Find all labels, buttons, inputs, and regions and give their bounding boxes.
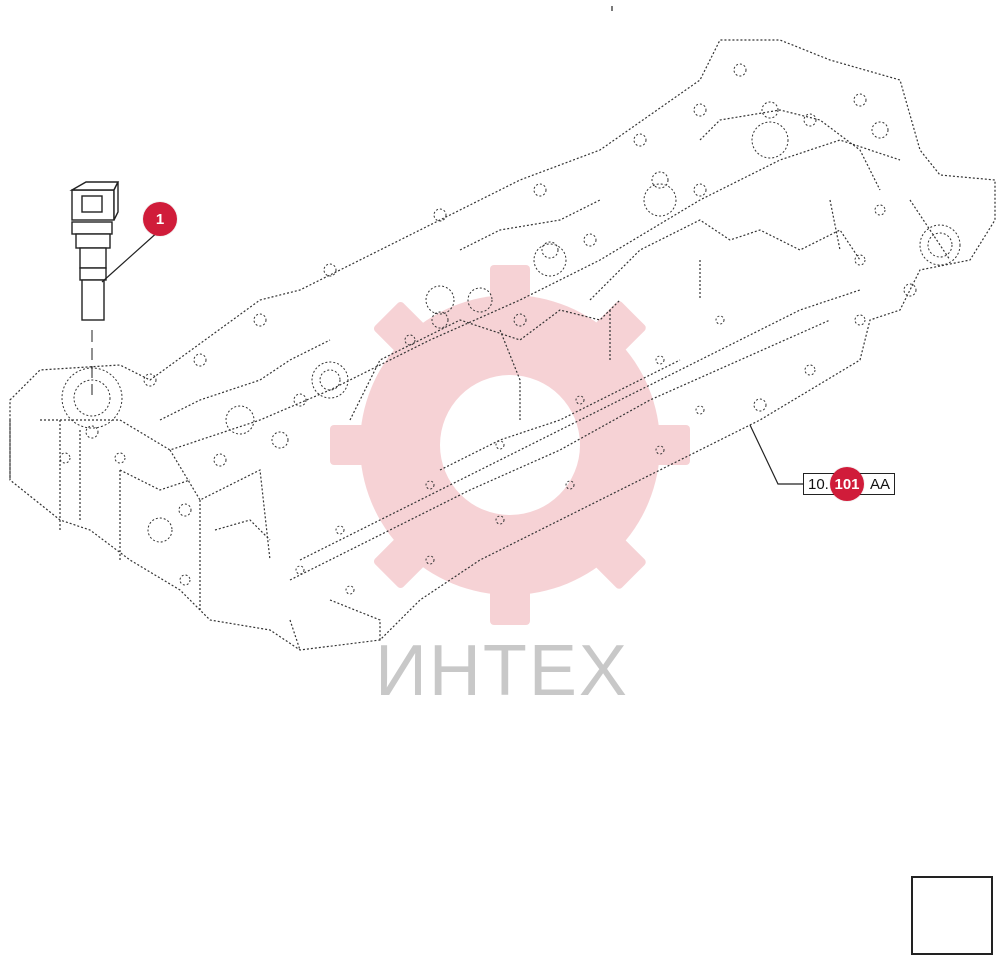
callout-ref-101[interactable]: 101 <box>830 467 864 501</box>
watermark-logo-text: ИНТЕХ <box>375 631 629 711</box>
cylinder-head-drawing <box>9 39 996 651</box>
sensor-part-drawing <box>69 181 161 395</box>
navigate-back-button[interactable] <box>911 876 993 955</box>
bolt-holes <box>59 63 961 595</box>
callout-part-1[interactable]: 1 <box>143 202 177 236</box>
reference-suffix: AA <box>869 476 890 493</box>
reference-leader-line <box>749 424 803 485</box>
reference-prefix: 10. <box>808 476 829 493</box>
watermark-gear-logo <box>330 265 690 625</box>
